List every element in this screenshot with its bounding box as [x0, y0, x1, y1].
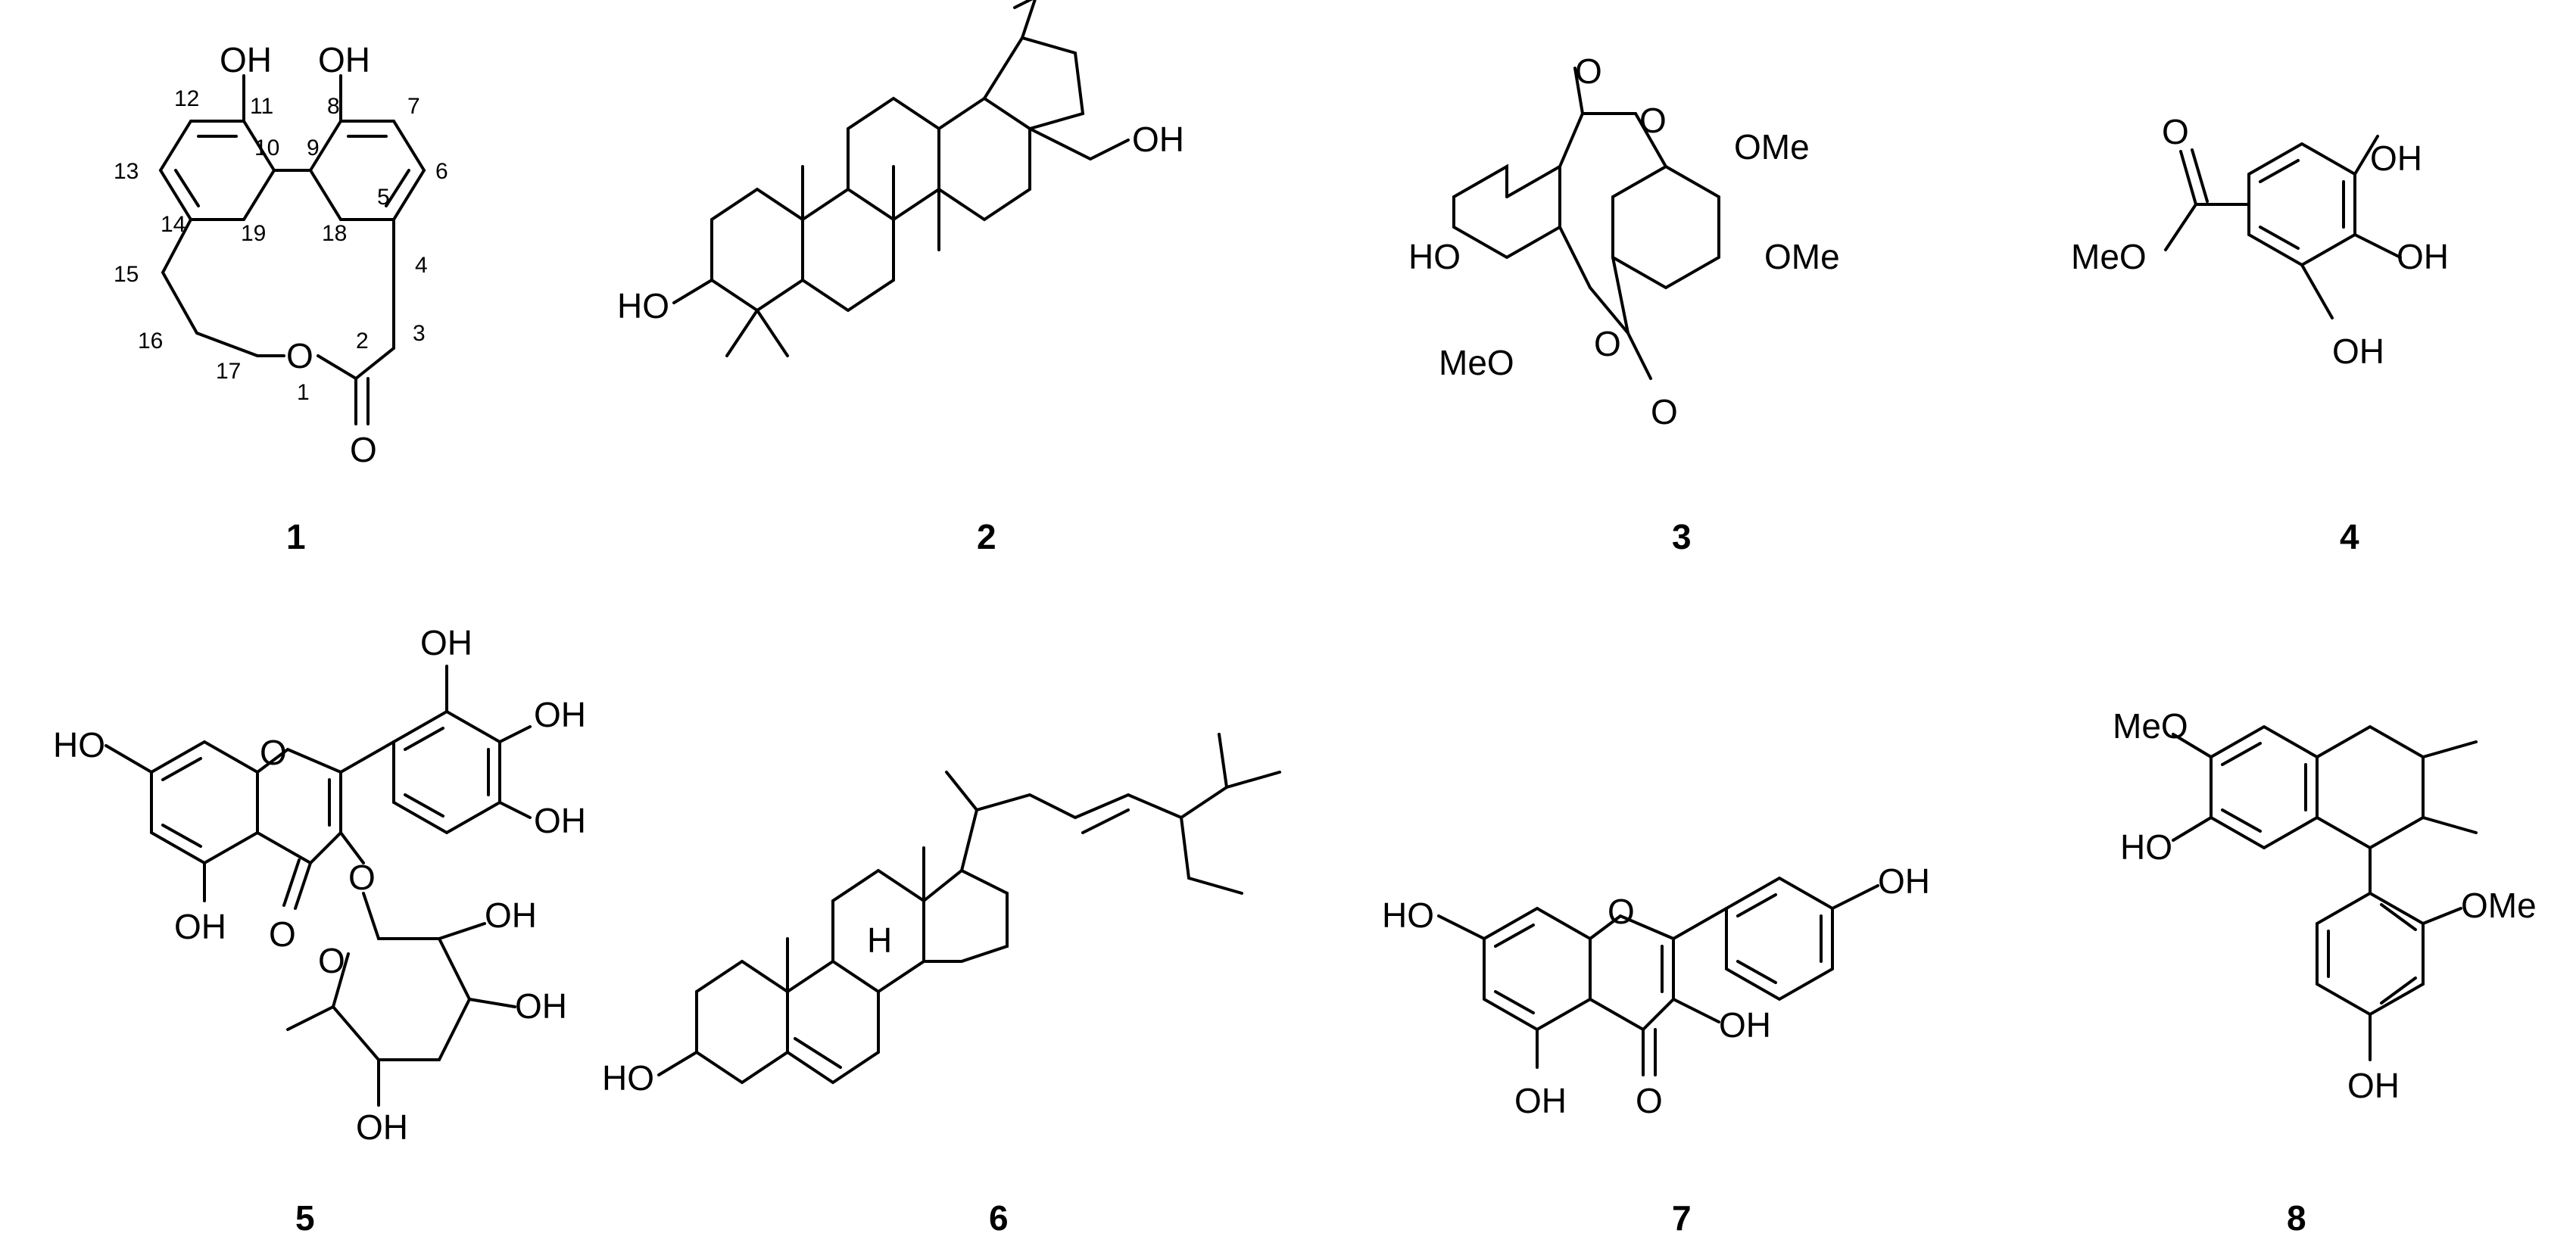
c7-o-ring: O — [1608, 892, 1635, 931]
c1-num-3: 3 — [413, 321, 426, 346]
c1-num-17: 17 — [216, 359, 241, 384]
c1-num-15: 15 — [114, 262, 139, 287]
c5-oh-lower-right: OH — [534, 801, 586, 840]
c1-num-11: 11 — [250, 94, 273, 119]
compound-4-structure — [2164, 135, 2402, 319]
compound-6-label: 6 — [989, 1198, 1009, 1238]
c8-ome: OMe — [2461, 886, 2537, 925]
compound-1-structure — [158, 74, 426, 425]
c1-atom-numbers: 1 2 3 4 5 6 7 8 9 10 11 12 13 14 15 16 1… — [114, 86, 448, 405]
c4-oh-bottom: OH — [2332, 332, 2384, 371]
c1-num-14: 14 — [161, 212, 186, 237]
c3-meo: MeO — [1439, 343, 1514, 382]
c7-oh-right: OH — [1878, 861, 1930, 901]
c3-o-ring-top: O — [1639, 101, 1667, 140]
c1-num-7: 7 — [407, 94, 420, 119]
c1-num-9: 9 — [307, 136, 320, 160]
c1-num-12: 12 — [174, 86, 199, 111]
c1-o-ring: O — [286, 336, 313, 375]
compound-4-label: 4 — [2340, 517, 2359, 556]
c7-o-carbonyl: O — [1636, 1081, 1663, 1120]
c6-ho: HO — [602, 1058, 654, 1098]
c8-ho: HO — [2120, 827, 2172, 867]
compound-2-label: 2 — [977, 517, 996, 556]
c7-oh-mid: OH — [1719, 1005, 1771, 1045]
compound-1-label: 1 — [286, 517, 306, 556]
c3-o-top: O — [1575, 51, 1602, 91]
c1-o-carbonyl: O — [350, 430, 377, 469]
c6-h: H — [867, 920, 892, 960]
c4-oh-top: OH — [2370, 139, 2422, 178]
compound-6-structure — [657, 733, 1281, 1085]
compound-8-label: 8 — [2287, 1198, 2306, 1238]
c7-ho-left: HO — [1382, 896, 1434, 935]
c1-num-19: 19 — [241, 221, 266, 246]
c1-num-1: 1 — [297, 380, 310, 405]
c1-num-6: 6 — [435, 159, 448, 184]
compound-5-label: 5 — [295, 1198, 315, 1238]
c5-oh-sugar-a: OH — [485, 896, 537, 935]
c5-o-glyco: O — [348, 858, 376, 897]
c5-o-pyran: O — [318, 941, 345, 980]
c3-ho: HO — [1408, 237, 1461, 276]
c1-oh-a: OH — [220, 40, 272, 79]
c5-o-carbonyl: O — [269, 914, 296, 954]
c1-num-18: 18 — [322, 221, 347, 246]
compound-3-label: 3 — [1672, 517, 1692, 556]
c4-o-carbonyl: O — [2162, 112, 2189, 151]
c4-meo: MeO — [2071, 237, 2147, 276]
c1-oh-b: OH — [318, 40, 370, 79]
c1-num-13: 13 — [114, 159, 139, 184]
c5-oh-chromone: OH — [174, 907, 226, 946]
compound-8-structure — [2172, 724, 2478, 1061]
c7-oh-bottom: OH — [1514, 1081, 1567, 1120]
compound-5-structure — [104, 665, 532, 1107]
c8-meo: MeO — [2113, 706, 2188, 746]
c1-num-10: 10 — [254, 136, 279, 160]
compound-3-structure — [1452, 67, 1720, 380]
compound-7-label: 7 — [1672, 1198, 1692, 1238]
c4-oh-mid: OH — [2397, 237, 2449, 276]
c1-num-2: 2 — [356, 329, 369, 354]
c3-ome-right: OMe — [1764, 237, 1840, 276]
c8-oh: OH — [2347, 1066, 2400, 1105]
c3-o-bottom: O — [1651, 392, 1678, 431]
c5-ho-left: HO — [53, 725, 105, 765]
c3-ome-top: OMe — [1734, 127, 1810, 167]
c1-num-8: 8 — [327, 94, 340, 119]
compound-2-structure — [672, 0, 1130, 357]
c5-oh-top: OH — [420, 623, 472, 662]
c5-oh-sugar-b: OH — [515, 986, 567, 1026]
c3-o-ring-bottom: O — [1594, 324, 1621, 363]
c2-ho: HO — [617, 286, 669, 326]
compound-7-structure — [1437, 876, 1879, 1076]
c1-num-4: 4 — [415, 253, 428, 278]
c2-oh: OH — [1132, 120, 1184, 159]
c5-o-ring: O — [260, 733, 287, 772]
c1-num-16: 16 — [138, 329, 163, 354]
c1-num-5: 5 — [377, 185, 390, 210]
c5-oh-sugar-c: OH — [356, 1107, 408, 1147]
c5-oh-upper-right: OH — [534, 695, 586, 734]
